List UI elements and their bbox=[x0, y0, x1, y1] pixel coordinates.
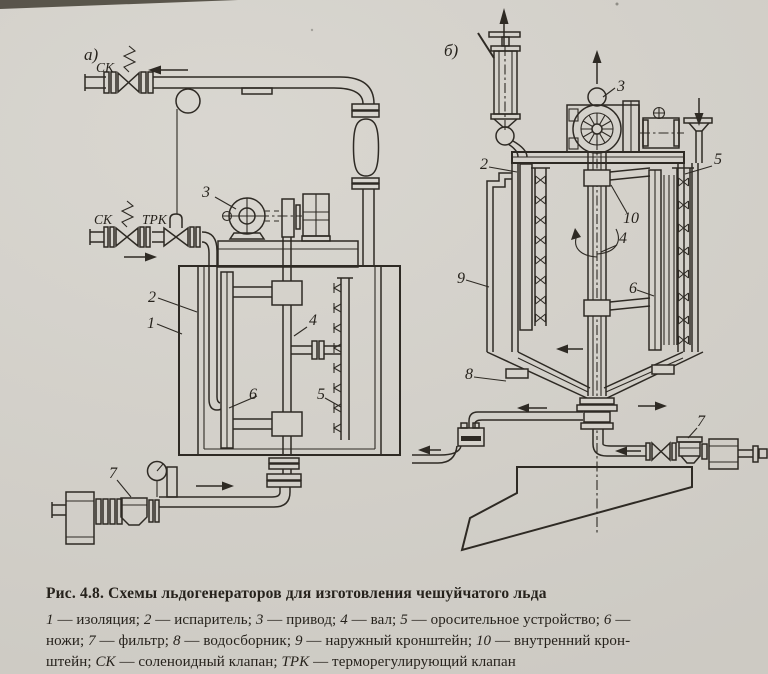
diagram-b: б) 3 2 5 10 4 9 6 8 7 bbox=[412, 8, 768, 552]
callout-6b: 6 bbox=[629, 280, 637, 297]
callout-2b: 2 bbox=[480, 156, 488, 173]
pipe-bracket bbox=[241, 87, 273, 95]
solenoid-coil-top bbox=[122, 45, 137, 73]
valve-lever bbox=[477, 32, 495, 59]
shaft-b bbox=[587, 152, 607, 396]
callout-9b: 9 bbox=[457, 270, 465, 287]
callout-7b: 7 bbox=[697, 413, 706, 430]
callouts-b: б) 3 2 5 10 4 9 6 8 7 bbox=[444, 41, 722, 439]
collector-cone-outer bbox=[486, 351, 704, 400]
suction-line-a bbox=[84, 45, 375, 214]
insulation-right bbox=[380, 265, 401, 456]
air-purger-b bbox=[477, 8, 528, 158]
figure-drawing: а) СК СК ТРК 3 2 1 4 6 5 7 bbox=[0, 0, 768, 552]
trk-valve-body bbox=[163, 226, 189, 248]
pump-a bbox=[65, 491, 95, 545]
evaporator-b bbox=[519, 163, 533, 331]
callout-4b: 4 bbox=[619, 230, 627, 247]
inner-bracket-bottom bbox=[583, 299, 611, 317]
pulley bbox=[175, 88, 201, 114]
callout-5a: 5 bbox=[317, 386, 325, 403]
ice-chute bbox=[460, 466, 693, 552]
callout-1a: 1 bbox=[147, 315, 155, 332]
scan-edge-shadow bbox=[0, 0, 238, 9]
drive-b bbox=[558, 50, 713, 163]
callout-4a: 4 bbox=[309, 312, 317, 329]
shaft-collar-top bbox=[271, 280, 303, 306]
callout-3a: 3 bbox=[201, 184, 210, 201]
legend-line: штейн; СК — соленоидный клапан; ТРК — те… bbox=[46, 654, 516, 670]
sprinkler-b-right bbox=[672, 167, 694, 345]
accumulator-vessel-a bbox=[351, 103, 380, 266]
sprinkler-a bbox=[333, 277, 353, 440]
valve-label-trk: ТРК bbox=[142, 212, 168, 227]
valve-label-sk-mid: СК bbox=[94, 212, 113, 227]
trk-bulb bbox=[169, 213, 183, 228]
callout-7a: 7 bbox=[109, 465, 118, 482]
tank-a bbox=[178, 265, 401, 456]
callout-10b: 10 bbox=[623, 210, 639, 227]
filter-a bbox=[120, 497, 148, 526]
valve-label-sk-top: СК bbox=[96, 60, 115, 75]
drive-a bbox=[217, 193, 359, 268]
legend-line: 1 — изоляция; 2 — испаритель; 3 — привод… bbox=[46, 612, 631, 628]
figure-title: Рис. 4.8. Схемы льдогенераторов для изго… bbox=[46, 585, 547, 602]
tank-top-platform bbox=[217, 240, 359, 268]
shutoff-valve-b bbox=[651, 441, 671, 462]
supply-pipe bbox=[592, 443, 646, 457]
shaft-coupling-hatched bbox=[281, 198, 295, 238]
callout-5b: 5 bbox=[714, 151, 722, 168]
inner-bracket-top bbox=[583, 169, 611, 187]
scan-speck bbox=[615, 2, 619, 6]
panel-label-b: б) bbox=[444, 41, 459, 60]
figure-caption: Рис. 4.8. Схемы льдогенераторов для изго… bbox=[46, 585, 758, 673]
solenoid-valve-mid-body bbox=[115, 226, 139, 248]
solenoid-coil-mid bbox=[120, 200, 135, 228]
internals-a bbox=[220, 237, 353, 456]
tank-b bbox=[486, 140, 704, 440]
figure-legend: 1 — изоляция; 2 — испаритель; 3 — привод… bbox=[46, 610, 758, 673]
float-ball bbox=[495, 126, 515, 146]
bottom-line-b bbox=[412, 397, 768, 552]
sprinkler-b-left bbox=[531, 167, 550, 326]
insulation-left bbox=[178, 265, 199, 456]
feed-line-a bbox=[89, 200, 226, 411]
filter-b bbox=[678, 441, 701, 457]
legend-line: ножи; 7 — фильтр; 8 — водосборник; 9 — н… bbox=[46, 633, 631, 649]
diagram-a: а) СК СК ТРК 3 2 1 4 6 5 7 bbox=[51, 45, 401, 545]
drive-cap bbox=[587, 87, 607, 107]
sight-glass bbox=[166, 466, 178, 498]
bottom-line-a bbox=[51, 457, 302, 545]
callout-3b: 3 bbox=[616, 78, 625, 95]
shaft-collar-bottom bbox=[271, 411, 303, 437]
solenoid-valve-top-body bbox=[117, 71, 140, 94]
callout-2a: 2 bbox=[148, 289, 156, 306]
drain-pipe bbox=[468, 411, 583, 428]
outer-bracket-left bbox=[486, 172, 512, 352]
scan-speck bbox=[310, 28, 314, 32]
callout-8b: 8 bbox=[465, 366, 473, 383]
callout-6a: 6 bbox=[249, 386, 257, 403]
callouts-a: а) СК СК ТРК 3 2 1 4 6 5 7 bbox=[84, 45, 342, 498]
panel-label-a: а) bbox=[84, 45, 99, 64]
pump-b bbox=[708, 438, 739, 470]
